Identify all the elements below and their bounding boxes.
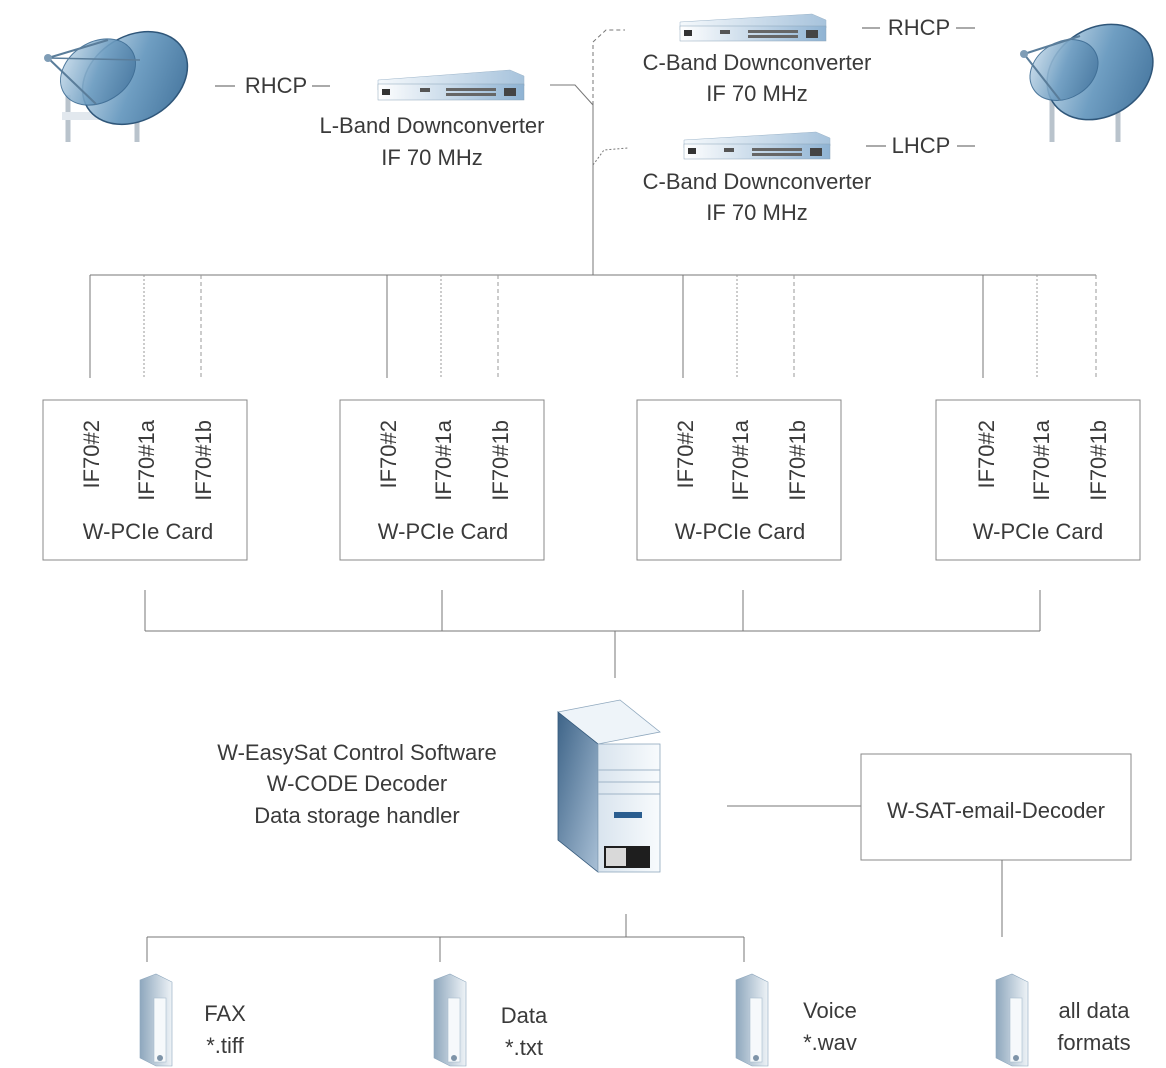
pcie-card-2: IF70#2 IF70#1a IF70#1b W-PCIe Card [339, 399, 545, 561]
voice-file-storage-icon [735, 973, 769, 1067]
card-1-label: W-PCIe Card [83, 519, 213, 544]
pcie-card-4: IF70#2 IF70#1a IF70#1b W-PCIe Card [935, 399, 1141, 561]
card-3-label: W-PCIe Card [675, 519, 805, 544]
card-1-port-if70-2: IF70#2 [79, 420, 104, 489]
fax-file-storage-icon [139, 973, 173, 1067]
output-voice-title: Voice [803, 998, 857, 1023]
server-output-bus [146, 914, 745, 962]
data-file-storage-icon [433, 973, 467, 1067]
output-data-extension: *.txt [505, 1035, 543, 1060]
downconverter-3-if: IF 70 MHz [706, 200, 807, 225]
output-fax-title: FAX [204, 1001, 246, 1026]
card-3-port-if70-1a: IF70#1a [728, 419, 753, 500]
server-software-line-2: W-CODE Decoder [267, 771, 448, 796]
card-4-label: W-PCIe Card [973, 519, 1103, 544]
card-1-port-if70-1b: IF70#1b [191, 420, 216, 501]
l-band-downconverter-icon [377, 69, 525, 101]
server-tower-icon [557, 699, 661, 873]
card-to-server-bus [144, 590, 1041, 678]
email-decoder-box: W-SAT-email-Decoder [860, 753, 1132, 861]
downconverter-2-title: C-Band Downconverter [643, 50, 872, 75]
downconverter-1-if: IF 70 MHz [381, 145, 482, 170]
pcie-card-3: IF70#2 IF70#1a IF70#1b W-PCIe Card [636, 399, 842, 561]
card-4-port-if70-1b: IF70#1b [1086, 420, 1111, 501]
output-fax-extension: *.tiff [206, 1033, 244, 1058]
c-band-downconverter-1-icon [679, 13, 827, 42]
server-software-line-1: W-EasySat Control Software [217, 740, 497, 765]
output-all-title: all data [1059, 998, 1131, 1023]
output-voice-extension: *.wav [803, 1030, 857, 1055]
output-data-title: Data [501, 1003, 548, 1028]
card-4-port-if70-2: IF70#2 [974, 420, 999, 489]
pcie-card-1: IF70#2 IF70#1a IF70#1b W-PCIe Card [42, 399, 248, 561]
card-3-port-if70-1b: IF70#1b [785, 420, 810, 501]
email-decoder-label: W-SAT-email-Decoder [887, 798, 1105, 823]
card-3-port-if70-2: IF70#2 [673, 420, 698, 489]
output-all-formats: formats [1057, 1030, 1130, 1055]
card-2-label: W-PCIe Card [378, 519, 508, 544]
right-dish-antenna-icon [1020, 23, 1154, 142]
card-distribution-bus [89, 274, 1097, 378]
downconverter-3-title: C-Band Downconverter [643, 169, 872, 194]
c-band-downconverter-2-icon [683, 131, 831, 160]
card-2-port-if70-1b: IF70#1b [488, 420, 513, 501]
right-bottom-polarization-label: LHCP [892, 133, 951, 158]
right-top-polarization-label: RHCP [888, 15, 950, 40]
card-4-port-if70-1a: IF70#1a [1029, 419, 1054, 500]
downconverter-connectors [550, 29, 629, 275]
left-dish-antenna-icon [44, 30, 189, 142]
card-2-port-if70-2: IF70#2 [376, 420, 401, 489]
left-polarization-label: RHCP [245, 73, 307, 98]
server-software-line-3: Data storage handler [254, 803, 459, 828]
card-1-port-if70-1a: IF70#1a [134, 419, 159, 500]
card-2-port-if70-1a: IF70#1a [431, 419, 456, 500]
downconverter-1-title: L-Band Downconverter [319, 113, 544, 138]
all-formats-storage-icon [995, 973, 1029, 1067]
downconverter-2-if: IF 70 MHz [706, 81, 807, 106]
